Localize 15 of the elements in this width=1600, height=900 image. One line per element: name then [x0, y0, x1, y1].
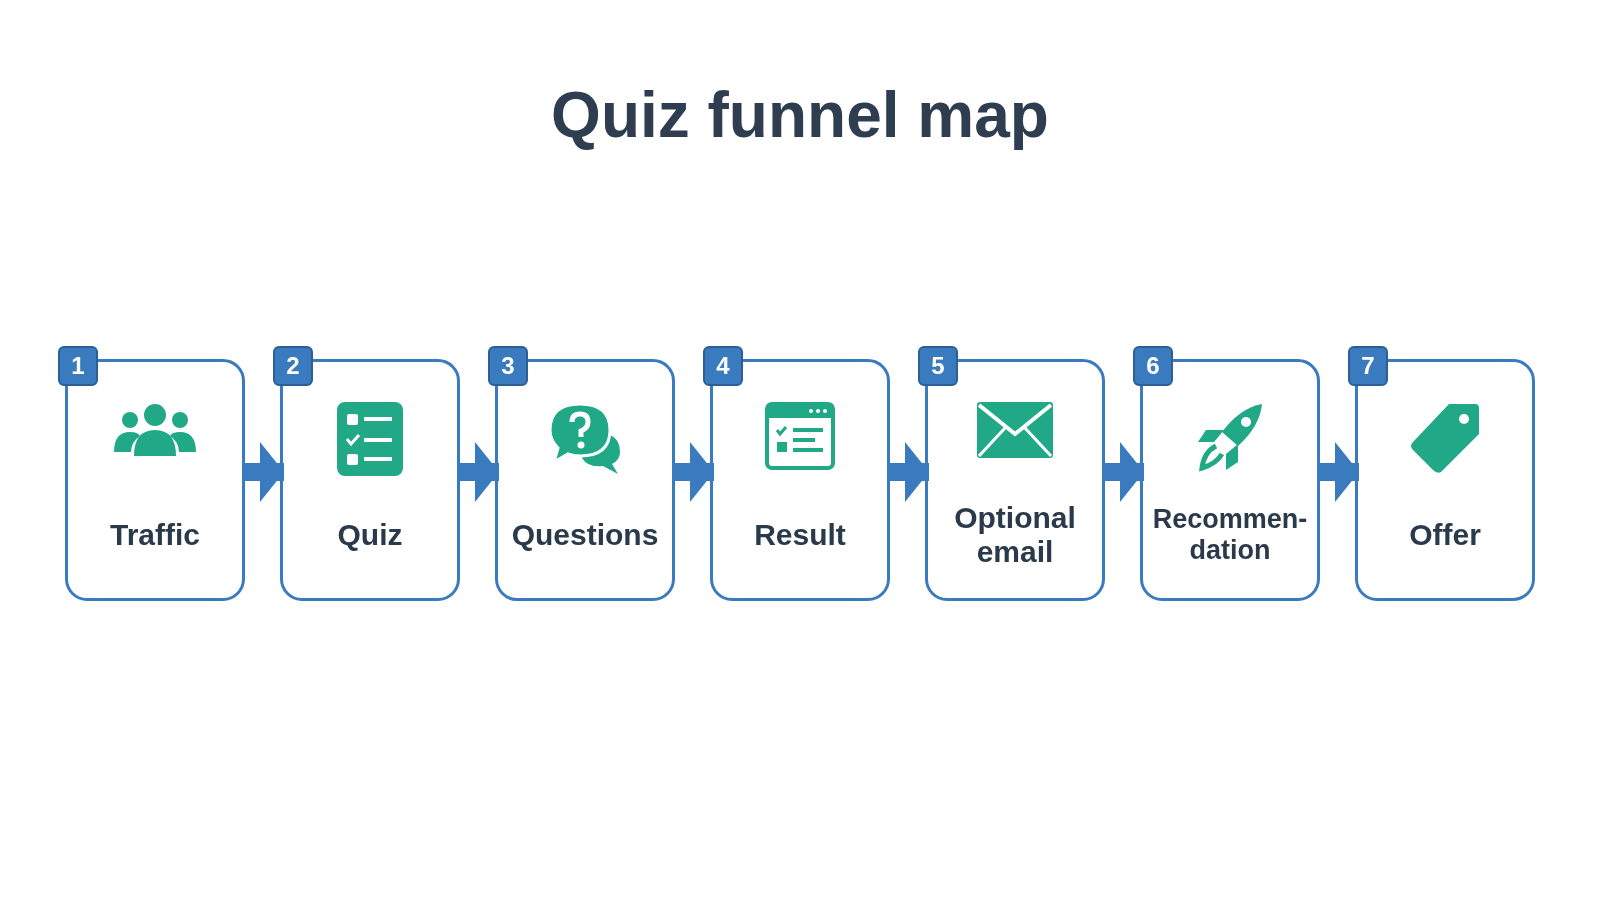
step-number: 2 — [273, 346, 313, 386]
step-label: Offer — [1409, 517, 1481, 553]
step-label: Quiz — [337, 517, 403, 553]
step-number: 6 — [1133, 346, 1173, 386]
step-number: 1 — [58, 346, 98, 386]
title: Quiz funnel map — [550, 78, 1050, 152]
step-number: 5 — [918, 346, 958, 386]
step-number: 7 — [1348, 346, 1388, 386]
step-label: Result — [754, 517, 846, 553]
step-label: Questions — [511, 517, 659, 553]
step-label: Recommen- dation — [1151, 503, 1309, 567]
step-number: 3 — [488, 346, 528, 386]
step-label: Optional email — [953, 500, 1077, 570]
step-number: 4 — [703, 346, 743, 386]
step-label: Traffic — [110, 517, 200, 553]
